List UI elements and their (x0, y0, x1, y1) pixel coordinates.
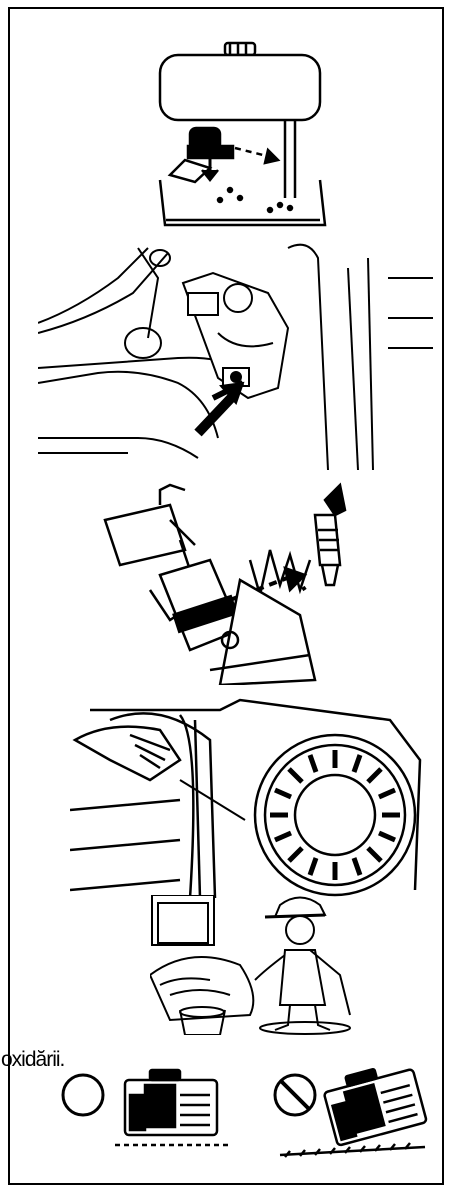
generator-tilted-icon (321, 1065, 427, 1146)
oil-drain-bolt-illustration (38, 238, 433, 470)
storage-position-illustration (55, 1065, 430, 1165)
circle-ok-icon (63, 1075, 103, 1115)
cover-machine-illustration (150, 895, 360, 1035)
fuel-tank-draining-illustration (140, 40, 340, 240)
generator-upright-icon (125, 1070, 217, 1135)
recoil-starter-pull-illustration (70, 690, 450, 898)
spark-plug-oil-illustration (100, 480, 395, 685)
prohibited-icon (275, 1075, 315, 1115)
